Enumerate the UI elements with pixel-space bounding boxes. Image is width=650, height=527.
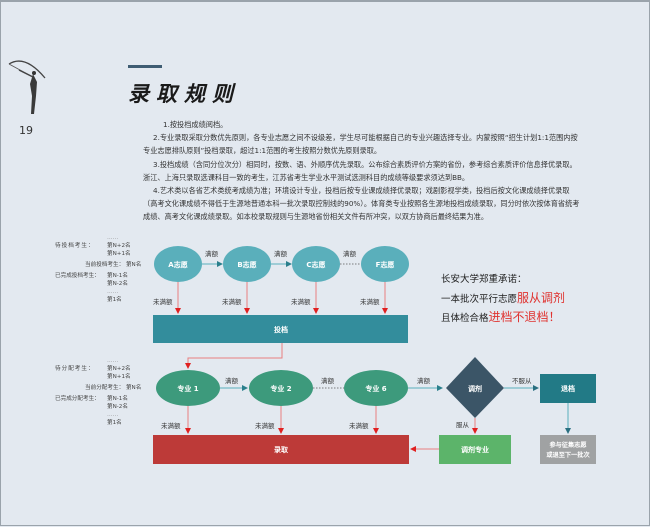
label-full: 满额 bbox=[274, 249, 288, 258]
node-label: 专业 6 bbox=[365, 384, 386, 393]
archer-statue-icon bbox=[8, 60, 46, 114]
node-label: B志愿 bbox=[237, 260, 256, 269]
rules-text: 1.按投档成绩阅档。 2.专业录取采取分数优先原则，各专业志愿之间不设级差，学生… bbox=[143, 118, 631, 224]
label-not-full: 未满额 bbox=[161, 421, 181, 430]
adjusted-major-label: 调剂专业 bbox=[461, 445, 489, 454]
legend-waiting-1: 第N+2名 bbox=[107, 243, 131, 249]
legend-done-label: 已完成投档考生： bbox=[55, 273, 100, 279]
node-volunteer-a bbox=[154, 246, 202, 282]
legend-bottom: …… 待分配考生： 第N+2名 第N+1名 当前分配考生： 第N名 已完成分配考生… bbox=[55, 357, 141, 427]
page-number: 19 bbox=[19, 124, 33, 137]
rule-line: 1.按投档成绩阅档。 bbox=[163, 120, 228, 129]
label-disobey: 不服从 bbox=[512, 377, 532, 385]
node-volunteer-c bbox=[292, 246, 340, 282]
legend-waiting-2: 第N+1名 bbox=[107, 374, 131, 380]
rule-line: 3.投档成绩（含同分位次分）相同时，按数、语、外顺序优先录取。公布综合素质评价方… bbox=[153, 159, 577, 169]
label-not-full: 未满额 bbox=[360, 297, 380, 306]
adjustment-decision-diamond bbox=[446, 357, 504, 418]
node-major-6 bbox=[344, 370, 408, 406]
submit-file-label: 投档 bbox=[274, 325, 288, 334]
label-full: 满额 bbox=[225, 376, 239, 385]
legend-waiting-1: 第N+2名 bbox=[107, 366, 131, 372]
node-major-1 bbox=[156, 370, 220, 406]
promise-line-3-highlight: 进档不退档！ bbox=[488, 310, 561, 324]
node-label: A志愿 bbox=[168, 260, 187, 269]
submit-file-bar bbox=[153, 315, 408, 343]
legend-first: 第1名 bbox=[107, 297, 122, 303]
legend-dots: …… bbox=[107, 358, 119, 364]
legend-first: 第1名 bbox=[107, 420, 122, 426]
label-obey: 服从 bbox=[456, 421, 470, 429]
legend-current-label: 当前投档考生： bbox=[85, 262, 125, 268]
reject-label: 退档 bbox=[561, 384, 575, 393]
legend-current: 第N名 bbox=[125, 385, 142, 391]
rule-line: 4.艺术类以各省艺术类统考成绩为准；环境设计专业，投档后按专业课成绩择优录取；戏… bbox=[153, 186, 570, 196]
label-full: 满额 bbox=[343, 249, 357, 258]
next-step-box bbox=[540, 435, 596, 464]
legend-dots: …… bbox=[107, 235, 119, 241]
node-label: 专业 2 bbox=[270, 384, 291, 393]
rule-line: 成绩、高考文化课成绩录取。如本校录取规则与生源地省份相关文件有所冲突，以双方协商… bbox=[143, 212, 489, 222]
decision-label: 调剂 bbox=[468, 384, 482, 393]
reject-box bbox=[540, 374, 596, 403]
rule-line: （高考文化课成绩不得低于生源地普通本科一批次录取控制线的90%）。体育类专业按照… bbox=[143, 199, 580, 209]
label-not-full: 未满额 bbox=[291, 297, 311, 306]
legend-top: …… 待投档考生： 第N+2名 第N+1名 当前投档考生： 第N名 已完成投档考生… bbox=[55, 234, 141, 304]
node-volunteer-f bbox=[361, 246, 409, 282]
promise-line-3-prefix: 且体检合格 bbox=[441, 313, 489, 324]
label-not-full: 未满额 bbox=[349, 421, 369, 430]
next-step-line2: 或退至下一批次 bbox=[546, 451, 590, 459]
rule-line: 2.专业录取采取分数优先原则，各专业志愿之间不设级差，学生尽可能根据自己的专业兴… bbox=[153, 133, 578, 143]
promise-line-2: 一本批次平行志愿服从调剂 bbox=[441, 289, 565, 306]
legend-current: 第N名 bbox=[125, 262, 142, 268]
rule-line: 浙江、上海只录取选课科目一致的考生，江苏省考生学业水平测试选测科目的成绩等级要求… bbox=[143, 172, 470, 182]
admission-bar bbox=[153, 435, 409, 464]
node-volunteer-b bbox=[223, 246, 271, 282]
legend-waiting-label: 待投档考生： bbox=[55, 243, 95, 249]
promise-line-2-highlight: 服从调剂 bbox=[517, 291, 566, 305]
next-step-line1: 参与征集志愿 bbox=[549, 441, 587, 449]
node-label: 专业 1 bbox=[177, 384, 198, 393]
legend-current-label: 当前分配考生： bbox=[85, 385, 125, 391]
title-accent-bar bbox=[128, 65, 162, 68]
label-not-full: 未满额 bbox=[222, 297, 242, 306]
legend-waiting-2: 第N+1名 bbox=[107, 251, 131, 257]
promise-line-3: 且体检合格进档不退档！ bbox=[441, 308, 561, 325]
legend-done-1: 第N-1名 bbox=[107, 273, 128, 279]
node-label: F志愿 bbox=[376, 260, 395, 269]
label-full: 满额 bbox=[321, 376, 335, 385]
adjusted-major-box bbox=[439, 435, 511, 464]
legend-done-2: 第N-2名 bbox=[107, 281, 128, 287]
legend-done-2: 第N-2名 bbox=[107, 404, 128, 410]
promise-line-1: 长安大学郑重承诺： bbox=[441, 274, 527, 285]
page-title: 录取规则 bbox=[128, 81, 240, 106]
legend-dots: …… bbox=[107, 289, 119, 295]
rule-line: 专业志愿排队原则”投档录取，超过1:1范围的考生按照分数优先原则录取。 bbox=[143, 146, 382, 156]
legend-done-1: 第N-1名 bbox=[107, 396, 128, 402]
legend-waiting-label: 待分配考生： bbox=[55, 366, 95, 372]
arrow-to-major-1 bbox=[185, 343, 283, 369]
node-label: C志愿 bbox=[306, 260, 325, 269]
legend-done-label: 已完成分配考生： bbox=[55, 396, 100, 402]
label-not-full: 未满额 bbox=[255, 421, 275, 430]
label-full: 满额 bbox=[417, 376, 431, 385]
legend-dots: …… bbox=[107, 412, 119, 418]
node-major-2 bbox=[249, 370, 313, 406]
label-full: 满额 bbox=[205, 249, 219, 258]
admission-label: 录取 bbox=[274, 445, 289, 454]
label-not-full: 未满额 bbox=[153, 297, 173, 306]
promise-line-2-prefix: 一本批次平行志愿 bbox=[441, 294, 518, 305]
